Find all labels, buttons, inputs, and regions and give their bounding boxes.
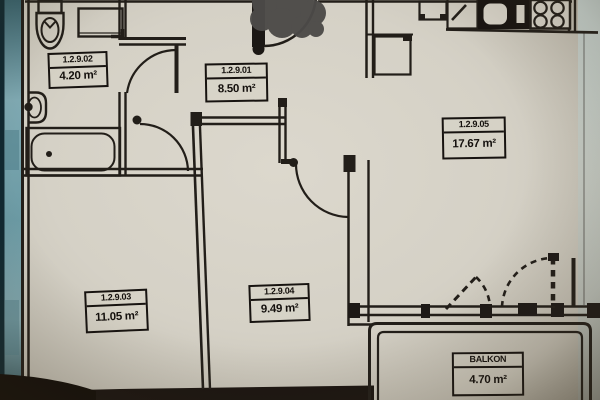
room-label-balkon: BALKON 4.70 m² [451,351,525,397]
bathtub-icon [25,126,122,177]
stove-icon [529,0,572,30]
toilet-icon [35,0,65,50]
room-label-1-2-9-05: 1.2.9.05 17.67 m² [441,116,507,160]
room-area: 8.50 m² [217,82,256,96]
room-label-1-2-9-03: 1.2.9.03 11.05 m² [84,288,149,334]
room-label-1-2-9-04: 1.2.9.04 9.49 m² [248,282,311,324]
room-label-1-2-9-01: 1.2.9.01 8.50 m² [204,62,269,103]
smudge-blob [250,0,326,38]
room-label-1-2-9-02: 1.2.9.02 4.20 m² [47,50,109,90]
room-area: 4.20 m² [59,69,98,84]
room-number: 1.2.9.05 [443,118,504,134]
room-number: BALKON [453,353,522,369]
room03-door-swing-arc [132,115,190,172]
room03-room04-divider-wall [190,112,212,390]
room-number: 1.2.9.01 [206,64,266,80]
cabinet-icon [373,34,412,76]
room-area: 17.67 m² [452,138,497,151]
room-area: 11.05 m² [95,310,139,325]
room-area: 4.70 m² [469,374,507,387]
bathroom-cabinet-icon [77,7,125,39]
balcony-outline [368,322,592,400]
kitchen-counter [418,0,599,305]
balcony-door-swing-arcs [444,253,559,311]
kitchen-sink-icon [478,0,530,29]
room04-wall [197,98,291,164]
room-area: 9.49 m² [260,302,299,317]
balcony-wall [348,258,600,318]
room04-room05-divider-wall [347,160,372,326]
washbasin-icon [24,91,48,124]
exterior-walls [21,0,572,390]
bathroom-door-swing-arc [125,44,179,94]
room04-door-swing-arc [289,155,356,219]
